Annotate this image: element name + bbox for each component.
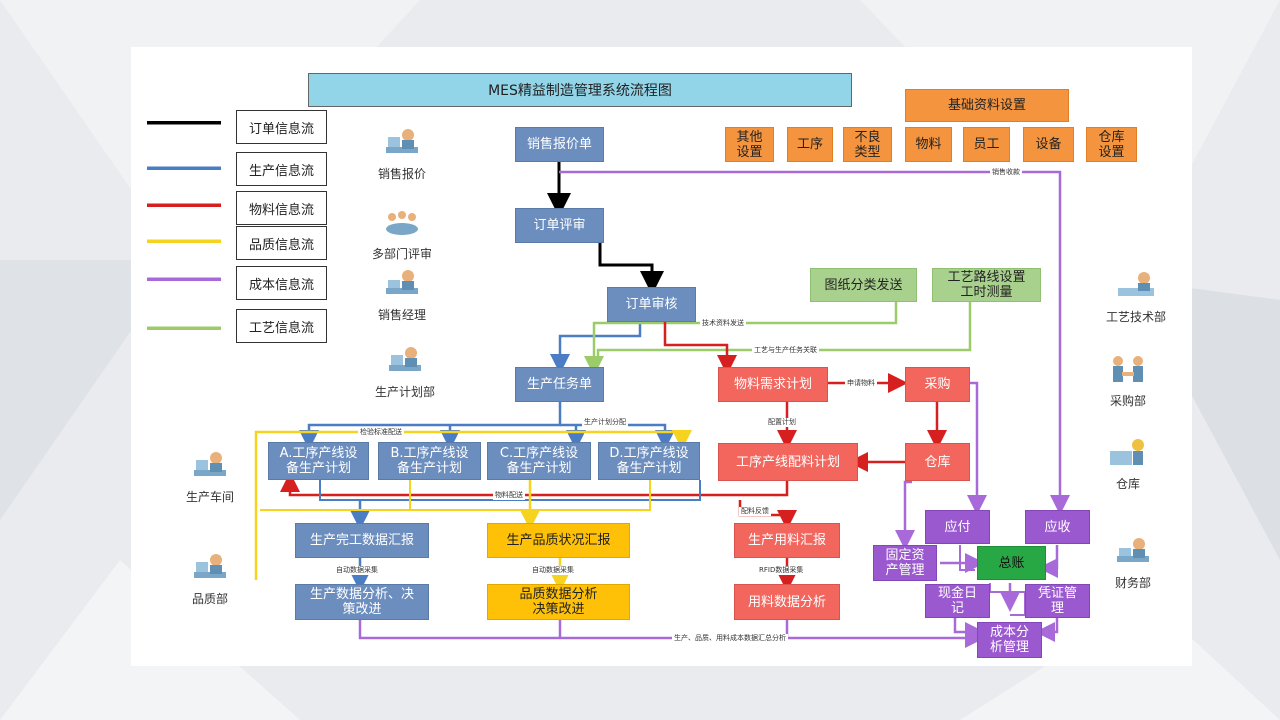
legend-item-production: 生产信息流 <box>236 152 327 186</box>
engineer-icon <box>1118 272 1154 296</box>
edge-label-prod-assign: 生产计划分配 <box>582 418 628 427</box>
dept-warehouse: 仓库 <box>1083 437 1173 492</box>
node-production-task[interactable]: 生产任务单 <box>515 367 604 402</box>
dept-workshop: 生产车间 <box>165 450 255 505</box>
edge-label-tech-send: 技术资料发送 <box>700 319 746 328</box>
node-warehouse[interactable]: 仓库 <box>905 443 970 481</box>
legend-item-quality: 品质信息流 <box>236 226 327 260</box>
basic-item-employee[interactable]: 员工 <box>963 127 1010 162</box>
node-quality-analysis[interactable]: 品质数据分析 决策改进 <box>487 584 630 620</box>
basic-item-defect[interactable]: 不良 类型 <box>843 127 892 162</box>
node-fixed-assets[interactable]: 固定资 产管理 <box>873 545 937 581</box>
edge-label-inspection: 检验标准配送 <box>358 428 404 437</box>
legend-item-cost: 成本信息流 <box>236 266 327 300</box>
node-voucher[interactable]: 凭证管 理 <box>1025 584 1090 618</box>
node-quality-report[interactable]: 生产品质状况汇报 <box>487 523 630 558</box>
legend-item-material: 物料信息流 <box>236 191 327 225</box>
person-at-desk-icon <box>194 554 226 578</box>
basic-settings-header: 基础资料设置 <box>905 89 1069 122</box>
edge-label-feedback: 配料反馈 <box>739 507 771 516</box>
node-payable[interactable]: 应付 <box>925 510 990 544</box>
dept-quality: 品质部 <box>165 552 255 607</box>
node-drawing-send[interactable]: 图纸分类发送 <box>810 268 917 302</box>
node-mrp[interactable]: 物料需求计划 <box>718 367 828 402</box>
legend-item-order: 订单信息流 <box>236 110 327 144</box>
node-line-plan[interactable]: 工序产线配料计划 <box>718 443 858 481</box>
node-process-route[interactable]: 工艺路线设置 工时测量 <box>932 268 1041 302</box>
dept-production-planning: 生产计划部 <box>360 345 450 400</box>
edge-label-alloc-plan: 配置计划 <box>766 418 798 427</box>
edge-label-rfid: RFID数据采集 <box>757 566 806 575</box>
node-receivable[interactable]: 应收 <box>1025 510 1090 544</box>
node-usage-analysis[interactable]: 用料数据分析 <box>734 584 840 620</box>
dept-multi-review: 多部门评审 <box>357 207 447 262</box>
person-at-desk-icon <box>389 347 421 371</box>
node-purchase[interactable]: 采购 <box>905 367 970 402</box>
basic-item-warehouse[interactable]: 仓库 设置 <box>1086 127 1137 162</box>
node-usage-report[interactable]: 生产用料汇报 <box>734 523 840 558</box>
meeting-icon <box>386 211 418 235</box>
basic-item-equipment[interactable]: 设备 <box>1023 127 1074 162</box>
node-cash-journal[interactable]: 现金日 记 <box>925 584 990 618</box>
dept-sales-manager: 销售经理 <box>357 268 447 323</box>
dept-finance: 财务部 <box>1088 536 1178 591</box>
edge-label-route-link: 工艺与生产任务关联 <box>752 346 819 355</box>
dept-purchasing: 采购部 <box>1083 354 1173 409</box>
basic-item-other[interactable]: 其他 设置 <box>725 127 774 162</box>
person-at-desk-icon <box>1117 538 1149 562</box>
edge-label-auto-collect-2: 自动数据采集 <box>530 566 576 575</box>
node-completion-report[interactable]: 生产完工数据汇报 <box>295 523 429 558</box>
dept-sales-quote: 销售报价 <box>357 127 447 182</box>
node-ledger[interactable]: 总账 <box>977 546 1046 580</box>
edge-label-material-dist: 物料配送 <box>493 491 525 500</box>
edge-label-auto-collect-1: 自动数据采集 <box>334 566 380 575</box>
node-order-audit[interactable]: 订单审核 <box>607 287 696 322</box>
node-sales-quote[interactable]: 销售报价单 <box>515 127 604 162</box>
node-plan-a[interactable]: A.工序产线设 备生产计划 <box>268 442 369 480</box>
edge-label-apply-material: 申请物料 <box>845 379 877 388</box>
edge-label-sales-receipt: 销售收款 <box>990 168 1022 177</box>
edge-label-summary: 生产、品质、用料成本数据汇总分析 <box>672 634 788 643</box>
node-cost-analysis[interactable]: 成本分 析管理 <box>977 622 1042 658</box>
legend-item-process: 工艺信息流 <box>236 309 327 343</box>
dept-process-tech: 工艺技术部 <box>1091 270 1181 325</box>
node-plan-b[interactable]: B.工序产线设 备生产计划 <box>378 442 481 480</box>
basic-item-material[interactable]: 物料 <box>905 127 952 162</box>
node-plan-d[interactable]: D.工序产线设 备生产计划 <box>598 442 700 480</box>
node-order-review[interactable]: 订单评审 <box>515 208 604 243</box>
person-at-desk-icon <box>194 452 226 476</box>
worker-icon <box>1110 439 1144 465</box>
person-at-desk-icon <box>386 129 418 153</box>
person-at-desk-icon <box>386 270 418 294</box>
page-title: MES精益制造管理系统流程图 <box>308 73 852 107</box>
node-plan-c[interactable]: C.工序产线设 备生产计划 <box>487 442 591 480</box>
node-production-analysis[interactable]: 生产数据分析、决 策改进 <box>295 584 429 620</box>
handshake-icon <box>1113 356 1143 382</box>
basic-item-process[interactable]: 工序 <box>787 127 833 162</box>
